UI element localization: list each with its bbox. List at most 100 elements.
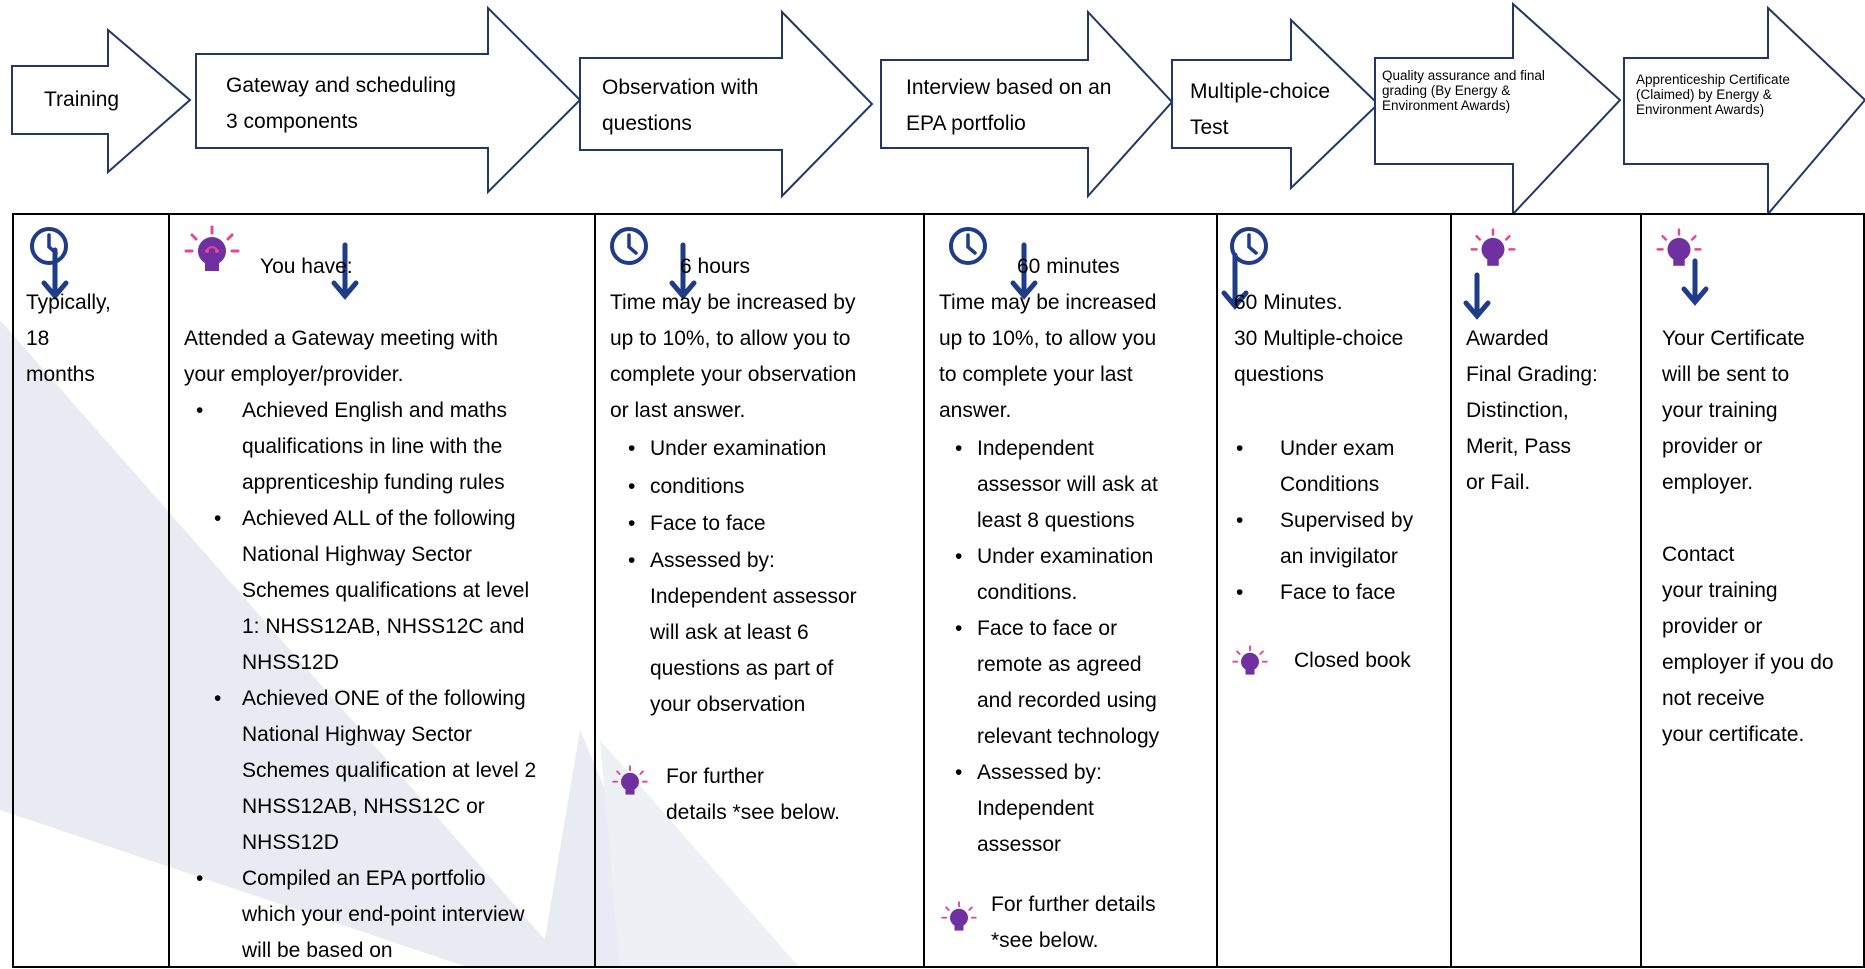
bullet-text: Assessed by:: [650, 549, 775, 572]
step-label-qa: Quality assurance and final grading (By …: [1382, 68, 1545, 113]
bullet-text: relevant technology: [977, 725, 1160, 748]
certificate-text: employer.: [1662, 471, 1754, 494]
certificate-text: provider or: [1662, 615, 1763, 638]
bullet-text: remote as agreed: [977, 653, 1142, 676]
step-label-line: grading (By Energy &: [1382, 83, 1511, 98]
observation-text: or last answer.: [610, 399, 746, 422]
arrow-down-icon: [41, 247, 69, 300]
bullet-text: Independent: [977, 797, 1094, 820]
step-label-cert: Apprenticeship Certificate (Claimed) by …: [1636, 72, 1790, 117]
grading-text: or Fail.: [1466, 471, 1531, 494]
bullet-text: Supervised by: [1280, 509, 1414, 532]
bullet-text: Face to face: [1280, 581, 1396, 604]
bullet-dot: •: [628, 549, 636, 572]
bullet-text: Conditions: [1280, 473, 1380, 496]
bullet-text: conditions.: [977, 581, 1078, 604]
bullet-text: National Highway Sector: [242, 543, 472, 566]
column-training: Typically, 18 months: [12, 213, 170, 968]
bullet-text: least 8 questions: [977, 509, 1135, 532]
step-label-line: Observation with: [602, 76, 759, 99]
certificate-text: your training: [1662, 399, 1778, 422]
bullet-dot: •: [1236, 509, 1244, 532]
bullet-text: will ask at least 6: [650, 621, 809, 644]
bullet-dot: •: [955, 437, 963, 460]
interview-text: up to 10%, to allow you: [939, 327, 1157, 350]
grading-text: Distinction,: [1466, 399, 1569, 422]
lightbulb-icon: [1470, 228, 1516, 266]
step-label-line: Quality assurance and final: [1382, 68, 1545, 83]
note-text: *see below.: [991, 929, 1099, 952]
observation-text: complete your observation: [610, 363, 857, 386]
grading-text: Awarded: [1466, 327, 1549, 350]
note-text: details *see below.: [666, 801, 840, 824]
clock-icon: [949, 227, 987, 265]
step-arrow-observation: [579, 9, 874, 199]
column-gateway: You have: Attended a Gateway meeting wit…: [168, 213, 596, 968]
bullet-text: will be based on: [242, 939, 393, 962]
duration-text: 18: [26, 327, 50, 350]
bullet-dot: •: [628, 512, 636, 535]
bullet-text: Compiled an EPA portfolio: [242, 867, 486, 890]
certificate-text: Contact: [1662, 543, 1735, 566]
lightbulb-icon: [941, 901, 977, 931]
certificate-text: will be sent to: [1662, 363, 1790, 386]
arrow-down-icon: [1010, 242, 1038, 300]
bullet-dot: •: [214, 507, 222, 530]
lightbulb-icon: [1232, 645, 1268, 675]
arrow-down-icon: [1681, 258, 1709, 306]
bullet-text: Face to face or: [977, 617, 1118, 640]
bullet-text: Schemes qualification at level 2: [242, 759, 537, 782]
certificate-text: your training: [1662, 579, 1778, 602]
duration-text: 6 hours: [680, 255, 751, 278]
bullet-text: 1: NHSS12AB, NHSS12C and: [242, 615, 525, 638]
bullet-dot: •: [628, 437, 636, 460]
step-arrow-qa: [1374, 1, 1622, 215]
bullet-text: and recorded using: [977, 689, 1157, 712]
bullet-dot: •: [628, 475, 636, 498]
step-arrow-gateway: [195, 5, 582, 195]
bullet-text: National Highway Sector: [242, 723, 472, 746]
bullet-text: which your end-point interview: [242, 903, 525, 926]
step-label-mcq: Multiple-choice Test: [1190, 74, 1330, 146]
step-label-line: Gateway and scheduling: [226, 74, 456, 97]
bullet-dot: •: [955, 617, 963, 640]
grading-text: Merit, Pass: [1466, 435, 1572, 458]
arrow-down-icon: [669, 242, 697, 300]
note-text: For further details: [991, 893, 1156, 916]
bullet-dot: •: [1236, 581, 1244, 604]
note-text: For further: [666, 765, 765, 788]
step-arrow-training: [11, 27, 192, 175]
bullet-text: an invigilator: [1280, 545, 1398, 568]
step-label-line: Multiple-choice: [1190, 80, 1331, 103]
arrow-down-icon: [331, 242, 359, 300]
bullet-dot: •: [214, 687, 222, 710]
step-label-observation: Observation with questions: [602, 70, 758, 142]
duration-text: Typically,: [26, 291, 111, 314]
bullet-text: Under examination: [977, 545, 1154, 568]
process-flow: [11, 1, 1865, 215]
clock-icon: [1230, 227, 1268, 265]
bullet-dot: •: [955, 761, 963, 784]
bullet-text: apprenticeship funding rules: [242, 471, 505, 494]
bullet-text: assessor will ask at: [977, 473, 1158, 496]
certificate-text: your certificate.: [1662, 723, 1805, 746]
mcq-text: 30 Multiple-choice: [1234, 327, 1404, 350]
certificate-text: employer if you do: [1662, 651, 1834, 674]
step-arrow-mcq: [1171, 17, 1380, 191]
bullet-text: qualifications in line with the: [242, 435, 503, 458]
bullet-text: your observation: [650, 693, 806, 716]
gateway-heading: You have:: [260, 255, 353, 278]
step-label-line: Test: [1190, 116, 1229, 139]
step-label-gateway: Gateway and scheduling 3 components: [226, 68, 456, 140]
lightbulb-icon: [184, 225, 240, 271]
bullet-text: conditions: [650, 475, 745, 498]
bullet-text: NHSS12D: [242, 651, 339, 674]
arrow-down-icon: [1221, 252, 1249, 310]
interview-text: answer.: [939, 399, 1012, 422]
step-label-line: Environment Awards): [1636, 102, 1765, 117]
bullet-text: Achieved ONE of the following: [242, 687, 526, 710]
bullet-dot: •: [1236, 437, 1244, 460]
duration-text: months: [26, 363, 95, 386]
bullet-text: Independent assessor: [650, 585, 857, 608]
grading-text: Final Grading:: [1466, 363, 1598, 386]
